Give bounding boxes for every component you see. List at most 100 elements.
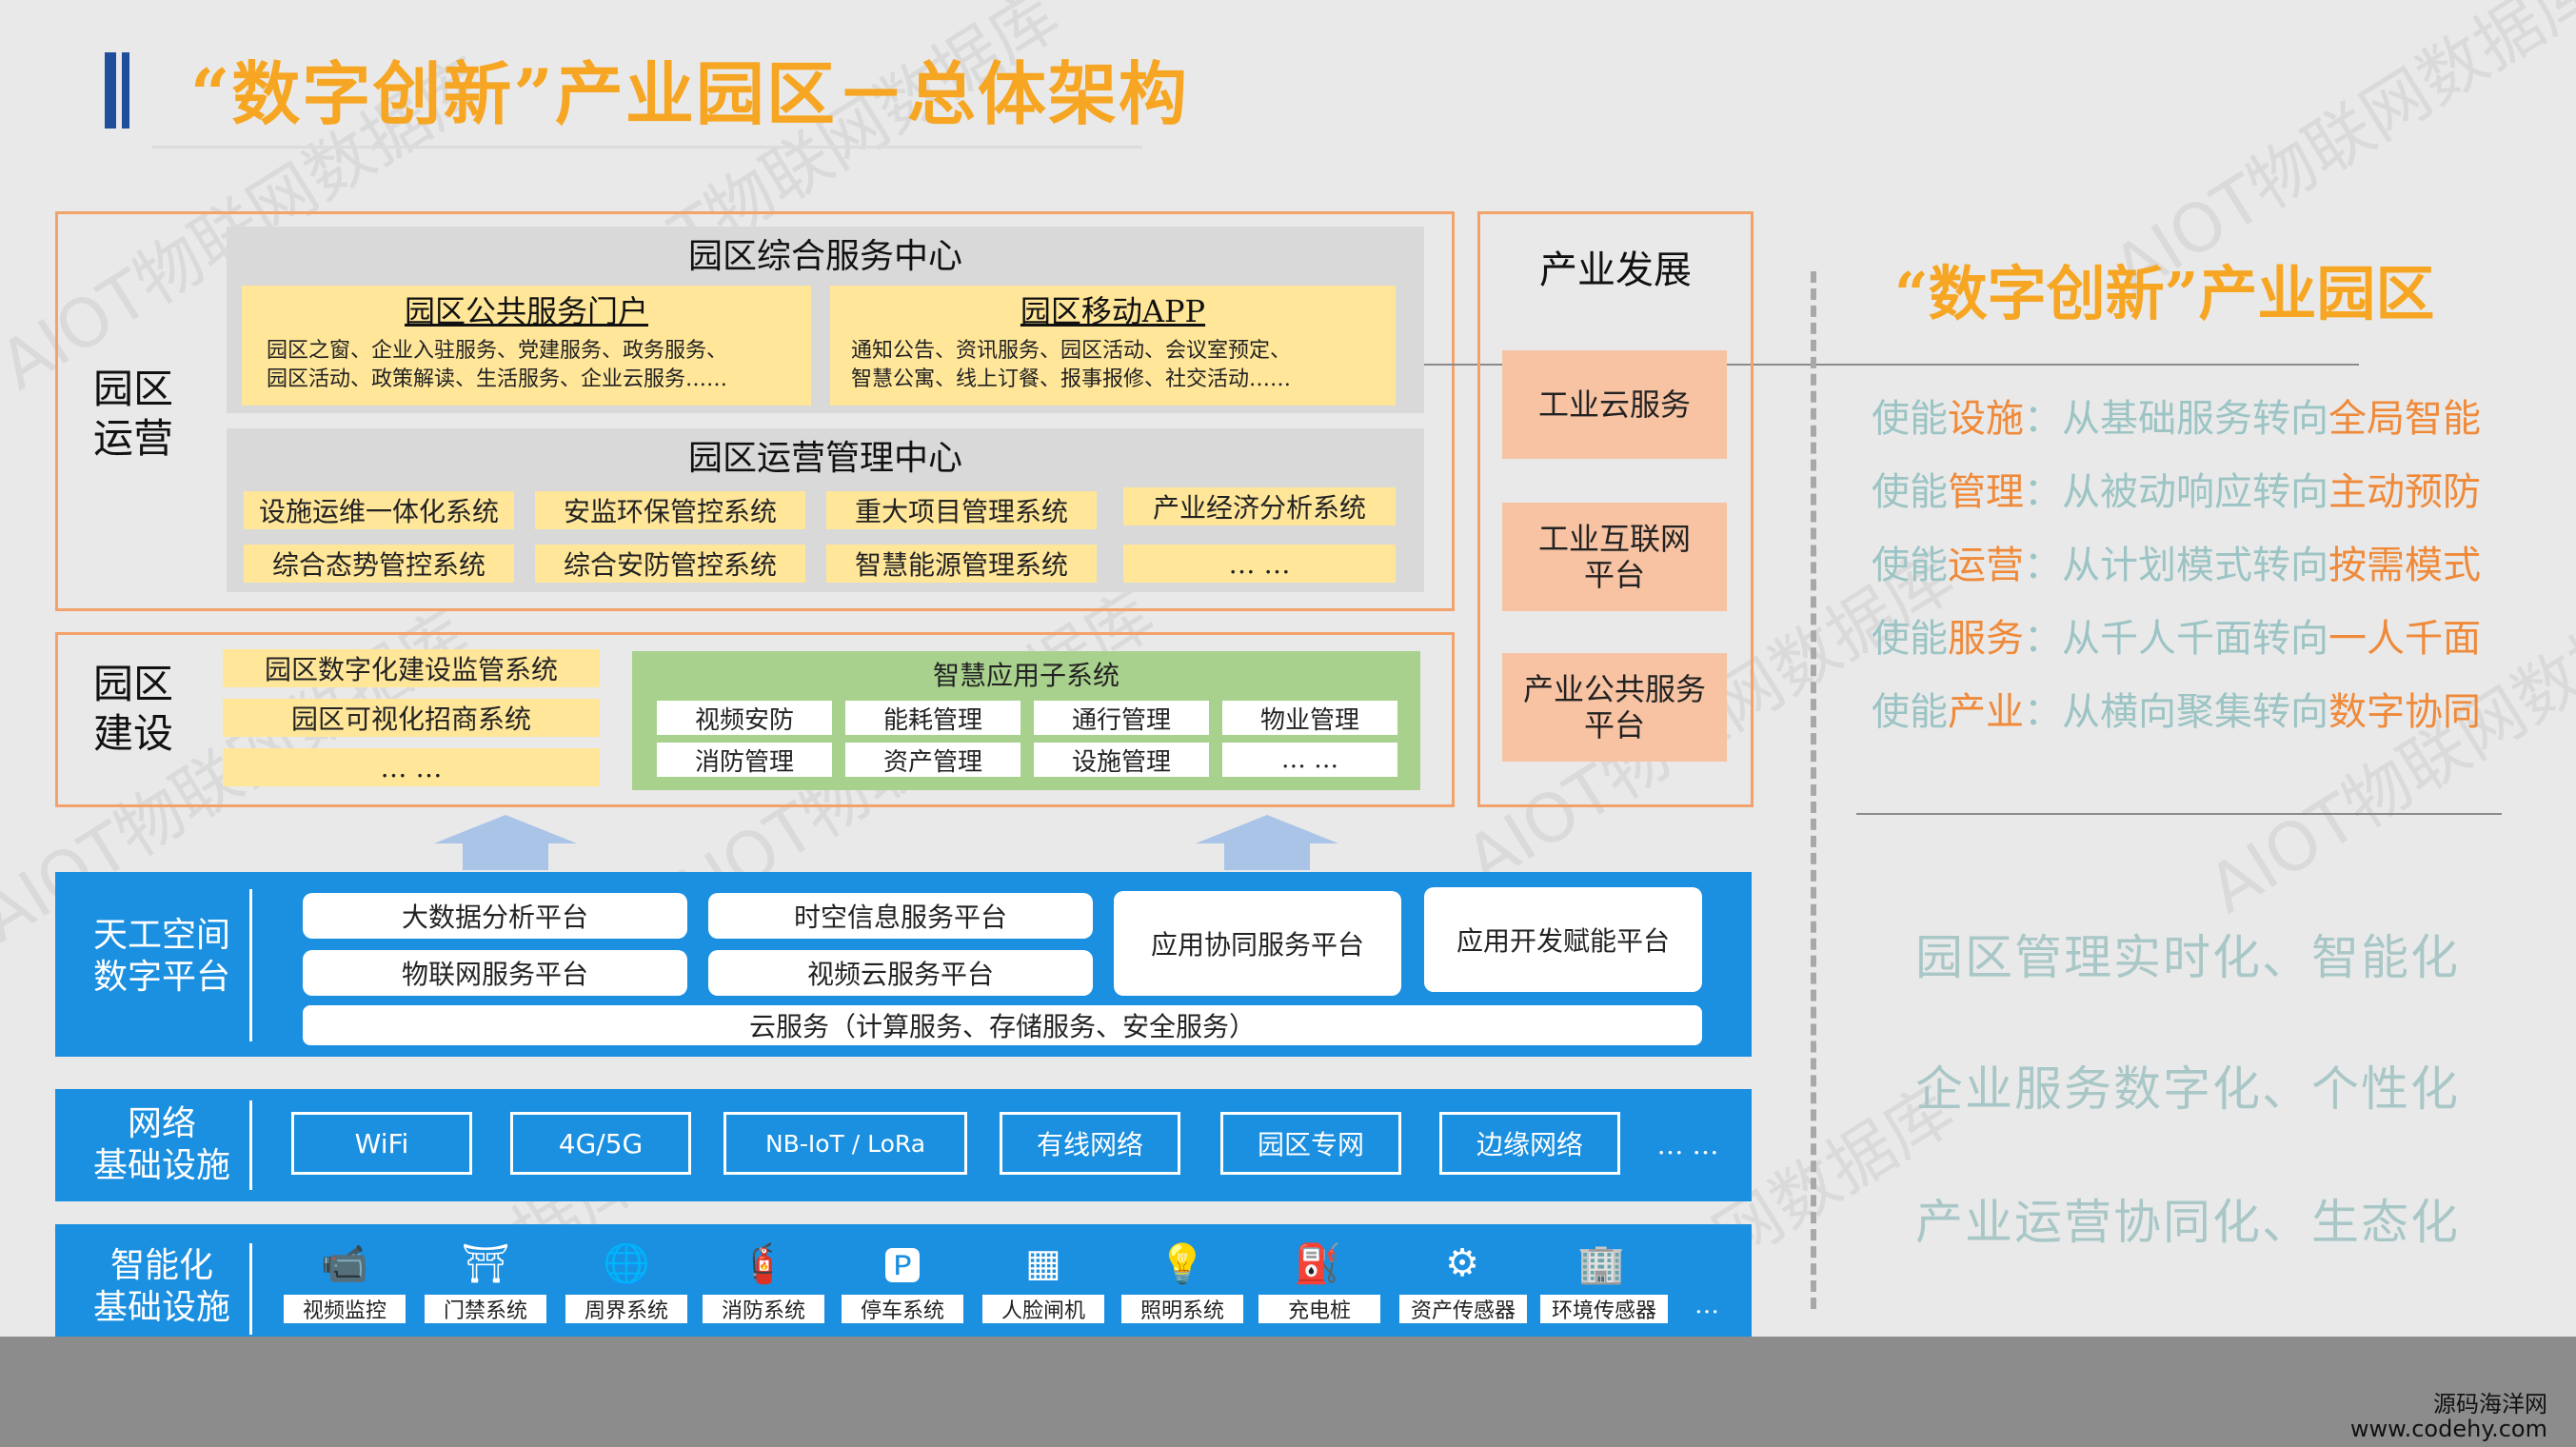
network-more: … … [1656, 1128, 1719, 1160]
construction-item[interactable]: 园区可视化招商系统 [223, 699, 600, 737]
portal-card[interactable] [242, 286, 811, 406]
devices-more: … [1694, 1291, 1719, 1319]
construction-item[interactable]: … … [223, 748, 600, 786]
portal-text: 园区之窗、企业入驻服务、党建服务、政务服务、 园区活动、政策解读、生活服务、企业… [267, 339, 728, 391]
up-arrow-icon [1224, 842, 1310, 870]
desc-text: 使能 [1872, 544, 1948, 587]
device-item[interactable]: 门禁系统 [425, 1295, 546, 1323]
devices-band [55, 1224, 1752, 1352]
device-item[interactable]: 停车系统 [842, 1295, 963, 1323]
device-item[interactable]: 充电桩 [1258, 1295, 1380, 1323]
mgmt-system[interactable]: 设施运维一体化系统 [244, 491, 514, 529]
industry-item[interactable]: 工业互联网 平台 [1502, 503, 1727, 611]
app-text: 通知公告、资讯服务、园区活动、会议室预定、 智慧公寓、线上订餐、报事报修、社交活… [851, 339, 1292, 391]
cloud-service[interactable]: 云服务（计算服务、存储服务、安全服务） [303, 1005, 1702, 1045]
device-item[interactable]: 人脸闸机 [982, 1295, 1104, 1323]
mgmt-system[interactable]: 安监环保管控系统 [535, 491, 805, 529]
desc-highlight: 管理 [1948, 470, 2024, 514]
desc-text: ：从横向聚集转向 [2024, 690, 2328, 734]
service-center-title: 园区综合服务中心 [687, 237, 962, 276]
network-item[interactable]: 边缘网络 [1439, 1112, 1620, 1175]
sensor-icon: ⚙ [1445, 1241, 1479, 1285]
desc-text: 使能 [1872, 470, 1948, 514]
desc-text: 使能 [1872, 617, 1948, 661]
desc-highlight: 全局智能 [2328, 397, 2481, 441]
device-item[interactable]: 视频监控 [284, 1295, 406, 1323]
mgmt-system[interactable]: 综合态势管控系统 [244, 545, 514, 583]
connector-line [1424, 364, 2359, 366]
globe-icon: 🌐 [603, 1241, 650, 1286]
right-description: 使能设施：从基础服务转向全局智能 使能管理：从被动响应转向主动预防 使能运营：从… [1872, 383, 2528, 749]
desc-text: ：从被动响应转向 [2024, 470, 2328, 514]
desc-text: 使能 [1872, 690, 1948, 734]
smart-app-item[interactable]: 能耗管理 [845, 701, 1020, 735]
desc-highlight: 服务 [1948, 617, 2024, 661]
desc-text: ：从基础服务转向 [2024, 397, 2328, 441]
mgmt-system[interactable]: 重大项目管理系统 [826, 491, 1097, 529]
network-item[interactable]: 有线网络 [1000, 1112, 1180, 1175]
desc-highlight: 设施 [1948, 397, 2024, 441]
network-band [55, 1089, 1752, 1201]
logo-line2: www.codehy.com [2349, 1416, 2547, 1442]
device-item[interactable]: 周界系统 [565, 1295, 687, 1323]
platform-item[interactable]: 应用协同服务平台 [1114, 891, 1401, 996]
device-item[interactable]: 资产传感器 [1399, 1295, 1527, 1323]
right-underline [1856, 813, 2502, 815]
industry-item[interactable]: 工业云服务 [1502, 350, 1727, 459]
band-divider [249, 1243, 252, 1335]
face-gate-icon: ▦ [1025, 1241, 1061, 1285]
platform-item[interactable]: 时空信息服务平台 [708, 893, 1093, 939]
platform-label: 天工空间 数字平台 [92, 916, 230, 997]
network-item[interactable]: 园区专网 [1220, 1112, 1401, 1175]
device-item[interactable]: 消防系统 [703, 1295, 824, 1323]
desc-highlight: 按需模式 [2328, 544, 2481, 587]
platform-item[interactable]: 物联网服务平台 [303, 950, 687, 996]
network-item[interactable]: 4G/5G [510, 1112, 691, 1175]
mgmt-system[interactable]: 综合安防管控系统 [535, 545, 805, 583]
construction-section [55, 632, 1455, 807]
construction-label: 园区 建设 [92, 661, 173, 757]
network-item[interactable]: NB-IoT / LoRa [723, 1112, 967, 1175]
title-accent-bar [122, 52, 129, 129]
mgmt-system[interactable]: 产业经济分析系统 [1123, 487, 1396, 525]
smart-app-item[interactable]: 设施管理 [1034, 743, 1209, 777]
device-item[interactable]: 照明系统 [1121, 1295, 1243, 1323]
title-underline [152, 146, 1142, 149]
smart-apps-title: 智慧应用子系统 [932, 660, 1120, 691]
platform-item[interactable]: 大数据分析平台 [303, 893, 687, 939]
platform-item[interactable]: 应用开发赋能平台 [1424, 887, 1702, 992]
mgmt-system[interactable]: … … [1123, 545, 1396, 583]
site-logo: 源码海洋网 www.codehy.com [2350, 1392, 2547, 1441]
desc-highlight: 一人千面 [2328, 617, 2481, 661]
industry-title: 产业发展 [1539, 248, 1692, 292]
smart-app-item[interactable]: 通行管理 [1034, 701, 1209, 735]
desc-highlight: 产业 [1948, 690, 2024, 734]
smart-app-item[interactable]: 消防管理 [657, 743, 832, 777]
page-title: “数字创新”产业园区－总体架构 [190, 53, 1189, 134]
smart-app-item[interactable]: 资产管理 [845, 743, 1020, 777]
smart-app-item[interactable]: … … [1222, 743, 1397, 777]
platform-item[interactable]: 视频云服务平台 [708, 950, 1093, 996]
network-label: 网络 基础设施 [92, 1104, 230, 1185]
footer-bar [0, 1337, 2576, 1447]
desc-text: ：从计划模式转向 [2024, 544, 2328, 587]
portal-title: 园区公共服务门户 [404, 293, 648, 329]
mgmt-system[interactable]: 智慧能源管理系统 [826, 545, 1097, 583]
building-icon: 🏢 [1577, 1241, 1625, 1286]
smart-app-item[interactable]: 物业管理 [1222, 701, 1397, 735]
desc-text: 使能 [1872, 397, 1948, 441]
app-card[interactable] [830, 286, 1396, 406]
device-item[interactable]: 环境传感器 [1540, 1295, 1668, 1323]
gate-icon: ⛩ [461, 1241, 510, 1286]
operation-section [55, 211, 1455, 611]
desc-highlight: 数字协同 [2328, 690, 2481, 734]
industry-item[interactable]: 产业公共服务 平台 [1502, 653, 1727, 762]
fire-hydrant-icon: 🧯 [740, 1241, 787, 1286]
smart-app-item[interactable]: 视频安防 [657, 701, 832, 735]
band-divider [249, 889, 252, 1041]
mgmt-center-title: 园区运营管理中心 [687, 439, 962, 478]
construction-item[interactable]: 园区数字化建设监管系统 [223, 649, 600, 687]
network-item[interactable]: WiFi [291, 1112, 472, 1175]
right-title: “数字创新”产业园区 [1894, 259, 2435, 328]
desc-text: ：从千人千面转向 [2024, 617, 2328, 661]
